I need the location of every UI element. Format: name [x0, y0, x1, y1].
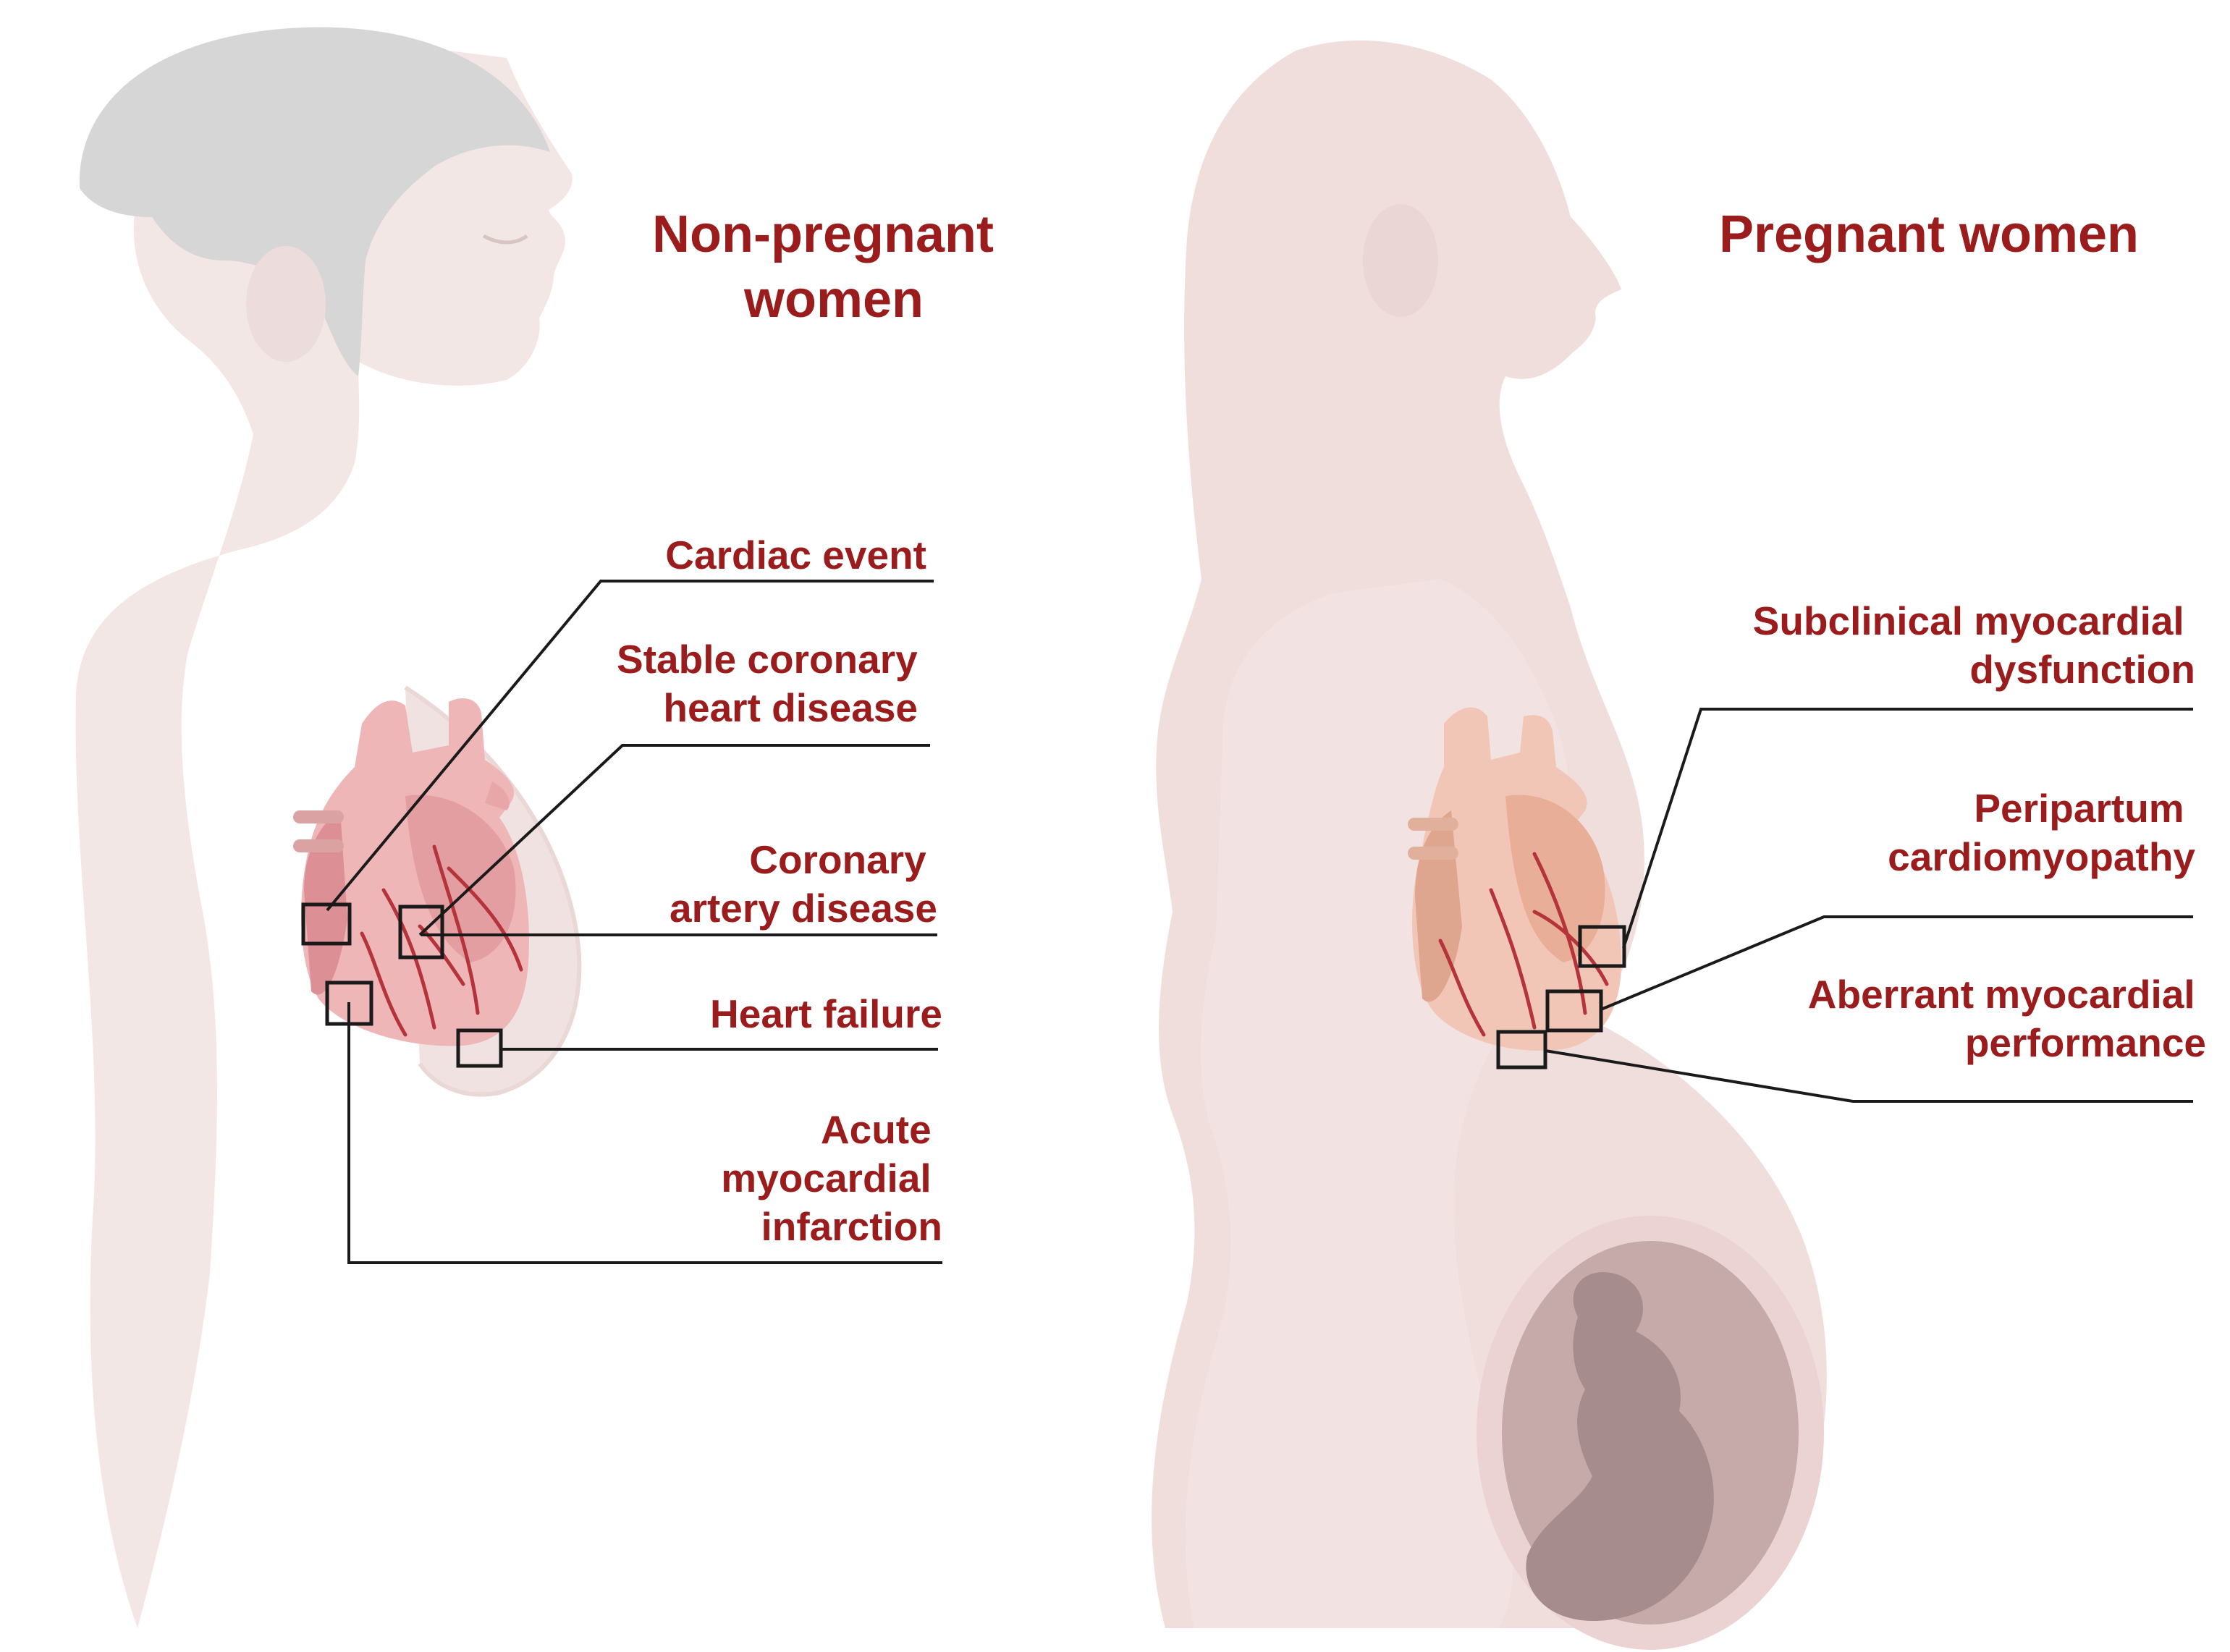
fetus [1526, 1272, 1714, 1621]
pregnant-ear [1363, 204, 1438, 317]
leader-subclinical-myocardial-dysfunction [1622, 708, 2193, 949]
leader-cardiac-event [326, 580, 934, 912]
heart-pregnant [1408, 707, 1621, 1051]
marker-peripartum-cardiomyopathy [1545, 989, 1603, 1033]
hair [79, 27, 551, 376]
label-cardiac-event: Cardiac event [665, 533, 926, 577]
pregnant-woman-illustration [1152, 40, 1827, 1650]
heading-pregnant: Pregnant women [1719, 206, 2139, 263]
leader-aberrant-myocardial-performance [1545, 1049, 2193, 1103]
label-subclinical-myocardial-dysfunction: Subclinical myocardial dysfunction [1753, 598, 2195, 692]
label-aberrant-myocardial-performance: Aberrant myocardial performance [1808, 972, 2206, 1065]
panel-headings: Non-pregnant women Pregnant women [652, 206, 2139, 329]
marker-cardiac-event [301, 902, 352, 946]
marker-heart-failure [456, 1028, 503, 1068]
leader-stable-coronary-heart-disease [418, 744, 930, 936]
label-coronary-artery-disease: Coronary artery disease [670, 837, 937, 931]
leader-acute-myocardial-infarction [347, 1002, 942, 1264]
marker-aberrant-myocardial-performance [1496, 1030, 1547, 1069]
non-pregnant-body-silhouette [75, 36, 573, 1628]
ear [246, 246, 326, 362]
heading-non-pregnant: Non-pregnant women [652, 206, 1008, 329]
non-pregnant-woman-illustration [75, 27, 582, 1628]
region-markers [301, 902, 1626, 1069]
label-heart-failure: Heart failure [710, 991, 942, 1036]
label-acute-myocardial-infarction: Acute myocardial infarction [721, 1107, 942, 1249]
callout-labels: Cardiac event Stable coronary heart dise… [617, 533, 2206, 1249]
marker-stable-coronary-heart-disease [398, 905, 444, 960]
marker-subclinical-myocardial-dysfunction [1578, 925, 1626, 968]
label-stable-coronary-heart-disease: Stable coronary heart disease [617, 637, 929, 730]
marker-acute-myocardial-infarction [325, 980, 373, 1026]
leader-peripartum-cardiomyopathy [1600, 915, 2193, 1011]
uterus-with-fetus [1477, 1216, 1824, 1650]
label-peripartum-cardiomyopathy: Peripartum cardiomyopathy [1888, 786, 2195, 879]
closed-eye [482, 234, 528, 245]
leader-lines [326, 580, 2193, 1264]
heart-non-pregnant [293, 698, 529, 1046]
